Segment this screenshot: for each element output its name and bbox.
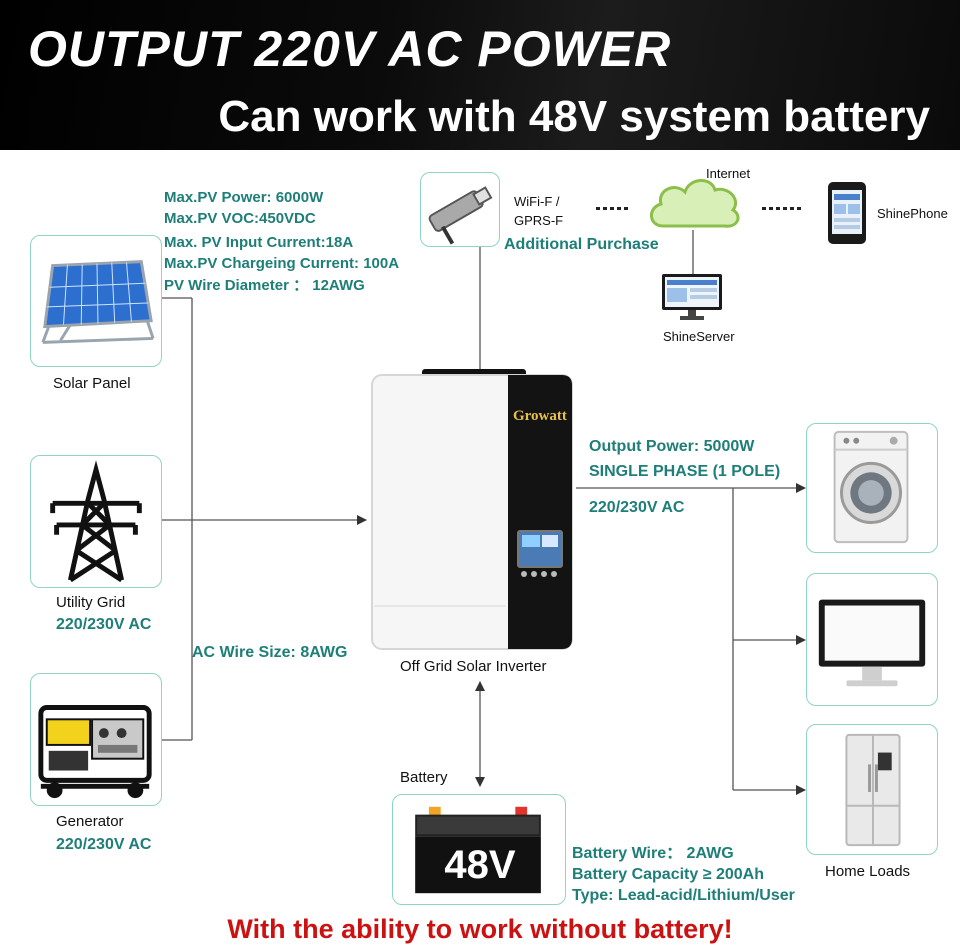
monitor-box [806,573,938,706]
battery-label: Battery [400,769,448,786]
battery-box: 48V [392,794,566,905]
generator-box [30,673,162,806]
washer-box [806,423,938,553]
utility-grid-box [30,455,162,588]
pv-spec-power: Max.PV Power: 6000W [164,189,324,206]
ac-wire-size: AC Wire Size: 8AWG [192,644,348,661]
computer-monitor-icon [818,599,926,687]
home-loads-label: Home Loads [825,863,911,880]
solar-panel-icon [41,260,155,344]
wifi-label-1: WiFi-F / [514,194,560,209]
pv-spec-current: Max. PV Input Current:18A [164,234,354,251]
server-monitor-icon [662,274,722,320]
wifi-label-2: GPRS-F [514,213,564,228]
shinephone-label: ShinePhone [877,206,948,221]
inverter-label: Off Grid Solar Inverter [400,658,547,675]
power-tower-icon [50,460,142,583]
generator-label: Generator [56,813,124,830]
wifi-module-box [420,172,500,247]
output-phase: SINGLE PHASE (1 POLE) [589,463,781,480]
battery-wire: Battery Wire： 2AWG [572,845,734,862]
banner-subtitle: Can work with 48V system battery [218,92,930,141]
washing-machine-icon [833,430,909,544]
shineserver-label: ShineServer [663,329,735,344]
pv-spec-charge-current: Max.PV Chargeing Current: 100A [164,255,400,272]
utility-grid-voltage: 220/230V AC [56,616,152,633]
battery-type: Type: Lead-acid/Lithium/User [572,887,795,904]
battery-capacity: Battery Capacity ≥ 200Ah [572,866,764,883]
wifi-stick-icon [428,186,493,245]
internet-label: Internet [706,166,751,181]
solar-panel-box [30,235,162,367]
generator-voltage: 220/230V AC [56,836,152,853]
header-banner: OUTPUT 220V AC POWER Can work with 48V s… [0,0,960,150]
output-voltage: 220/230V AC [589,499,685,516]
inverter-device [371,369,573,650]
solar-panel-label: Solar Panel [53,375,131,392]
generator-icon [38,705,152,799]
inverter-brand: Growatt [513,408,567,424]
internet-cloud-icon [650,179,740,228]
additional-purchase: Additional Purchase [504,236,659,253]
phone-icon [828,182,866,244]
output-power: Output Power: 5000W [589,438,755,455]
banner-title: OUTPUT 220V AC POWER [28,21,672,77]
battery-icon [415,806,541,894]
fridge-box [806,724,938,855]
pv-spec-wire: PV Wire Diameter ： 12AWG [164,277,365,294]
pv-spec-voc: Max.PV VOC:450VDC [164,210,316,227]
battery-voltage-badge: 48V [444,843,516,887]
refrigerator-icon [845,733,901,847]
footer-note: With the ability to work without battery… [227,914,733,944]
utility-grid-label: Utility Grid [56,594,126,611]
